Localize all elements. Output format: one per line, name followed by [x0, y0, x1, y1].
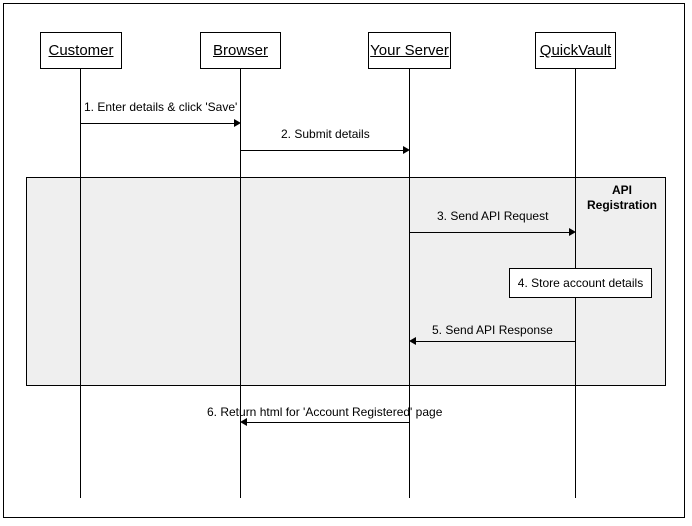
- message-1-line: [80, 123, 234, 124]
- participant-browser: Browser: [200, 32, 281, 69]
- message-1-label: 1. Enter details & click 'Save': [84, 100, 238, 114]
- lifeline-browser: [240, 69, 241, 498]
- message-5-arrowhead: [409, 337, 416, 345]
- message-2-arrowhead: [403, 146, 410, 154]
- message-5-label: 5. Send API Response: [432, 323, 553, 337]
- message-1-arrowhead: [234, 119, 241, 127]
- message-3-label: 3. Send API Request: [437, 209, 549, 223]
- participant-your-server: Your Server: [368, 32, 451, 69]
- group-label: API Registration: [582, 183, 662, 213]
- message-6-label: 6. Return html for 'Account Registered' …: [207, 405, 443, 419]
- participant-browser-label: Browser: [212, 42, 268, 59]
- message-6-line: [246, 422, 409, 423]
- message-3-arrowhead: [569, 228, 576, 236]
- lifeline-customer: [80, 69, 81, 498]
- group-label-line-2: Registration: [586, 198, 657, 212]
- message-5-line: [415, 341, 575, 342]
- message-2-line: [240, 150, 403, 151]
- participant-customer-label: Customer: [48, 42, 114, 59]
- note-store-account-details: 4. Store account details: [509, 268, 652, 298]
- message-6-arrowhead: [240, 418, 247, 426]
- group-label-line-1: API: [611, 183, 632, 197]
- note-label: 4. Store account details: [517, 276, 644, 290]
- participant-quickvault: QuickVault: [535, 32, 616, 69]
- participant-customer: Customer: [40, 32, 122, 69]
- participant-quickvault-label: QuickVault: [539, 42, 612, 59]
- message-2-label: 2. Submit details: [281, 127, 370, 141]
- message-3-line: [409, 232, 569, 233]
- lifeline-your-server: [409, 69, 410, 498]
- participant-your-server-label: Your Server: [370, 42, 449, 59]
